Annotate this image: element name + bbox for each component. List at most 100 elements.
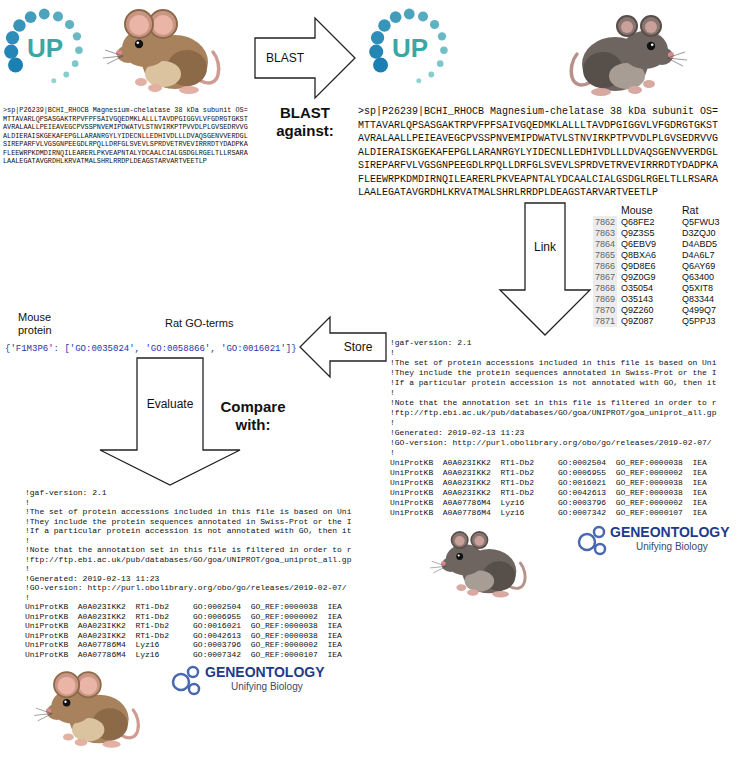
front-paw	[467, 589, 478, 596]
fasta-line: SIREPARFVLVGSGNPEEGDLRPQLLDRFGLSVEVLSPRD…	[3, 140, 248, 149]
table-cell: O35143	[621, 294, 653, 305]
block-arrow	[500, 203, 590, 335]
logo-dot	[73, 32, 81, 40]
block-arrow	[255, 18, 355, 98]
front-paw	[75, 739, 88, 746]
icon-ring	[595, 544, 605, 554]
inner-ear	[455, 536, 465, 546]
icon-ring	[189, 684, 199, 694]
gaf-line: UniProtKB A0A023IKK2 RT1-Db2 GO:0042613 …	[390, 488, 707, 498]
row-number: 7863	[595, 228, 615, 239]
whisker	[36, 708, 52, 713]
gaf-line: UniProtKB A0A023IKK2 RT1-Db2 GO:0006955 …	[25, 612, 342, 622]
table-header: Rat	[682, 204, 698, 216]
logo-dot	[438, 32, 446, 40]
table-cell: Q6EBV9	[621, 239, 656, 250]
logo-tagline: Unifying Biology	[636, 541, 708, 553]
gaf-line: UniProtKB A0A023IKK2 RT1-Db2 GO:0016021 …	[390, 478, 707, 488]
gaf-line: !ftp://ftp.ebi.ac.uk/pub/databases/GO/go…	[25, 555, 351, 565]
logo-dot	[65, 20, 74, 29]
gaf-line: !	[390, 348, 395, 358]
arrow-label: BLAST	[264, 51, 306, 65]
panel: !gaf-version: 2.1!!The set of protein ac…	[22, 485, 354, 700]
gaf-line: !	[390, 448, 395, 458]
front-paw	[148, 84, 162, 92]
whisker	[433, 566, 446, 573]
eye	[456, 553, 463, 560]
panel: Mouse proteinRat GO-terms{'F1M3P6': ['GO…	[0, 308, 300, 358]
fasta-line: MTTAVARLQPSASGAKTRPVFPFSAIVGQEDMKLALLLTA…	[358, 119, 718, 133]
row-number: 7866	[595, 261, 615, 272]
table-cell: Q9Z0G9	[621, 272, 656, 283]
row-number: 7871	[595, 316, 615, 327]
inner-ear	[645, 21, 657, 33]
fasta-line: MTTAVARLQPSASGAKTRPVFPFSAIVGQEDMKLALLLTA…	[3, 115, 248, 124]
logo-dot	[39, 9, 50, 20]
whisker	[432, 561, 447, 566]
logo-dot	[53, 12, 63, 22]
rat-picture	[430, 532, 525, 598]
rat-picture	[571, 16, 687, 96]
table-cell: D3ZQJ0	[682, 228, 716, 239]
gaf-line: !	[25, 564, 30, 574]
fasta-line: >sp|P26239|BCHI_RHOCB Magnesium-chelatas…	[358, 105, 718, 119]
uniprot-logo	[369, 9, 448, 84]
logo-dot	[371, 31, 384, 44]
table-cell: O35054	[621, 283, 653, 294]
hind-foot	[179, 86, 199, 94]
gaf-line: !	[25, 536, 30, 546]
logo-dot	[6, 31, 19, 44]
table-cell: Q5PPJ3	[682, 316, 716, 327]
table-cell: Q9Z087	[621, 316, 654, 327]
logo-dot	[430, 20, 439, 29]
gaf-line: !	[25, 498, 30, 508]
logo-dot	[390, 11, 402, 23]
fasta-line: ALDIERAISKGEKAFEPGLLARANRGYLYIDECNLLEDHI…	[3, 132, 248, 141]
logo-text: GENEONTOLOGY	[610, 524, 730, 540]
gaf-line: !gaf-version: 2.1	[25, 488, 107, 498]
table-cell: D4A6L7	[682, 250, 715, 261]
gaf-line: !	[25, 593, 30, 603]
logo-dot	[418, 12, 428, 22]
ear	[617, 16, 637, 36]
panel: !gaf-version: 2.1!!The set of protein ac…	[386, 335, 742, 563]
eye-light	[137, 42, 140, 45]
table-cell: Q499Q7	[682, 305, 716, 316]
logo-dot	[8, 58, 23, 73]
row-number: 7865	[595, 250, 615, 261]
logo-dot	[404, 9, 415, 20]
annotation: BLAST against:	[262, 104, 348, 140]
logo-text: GENEONTOLOGY	[205, 664, 325, 680]
logo-text: UP	[15, 33, 75, 63]
arrow-label: Evaluate	[145, 397, 196, 411]
row-number: 7868	[595, 283, 615, 294]
logo-tagline: Unifying Biology	[231, 681, 303, 693]
row-number: 7862	[595, 217, 615, 228]
gaf-line: !If a particular protein accession is no…	[25, 526, 351, 536]
icon-ring	[188, 667, 198, 677]
hind-foot	[103, 741, 121, 748]
logo-dot	[369, 45, 383, 59]
gaf-line: !The set of protein accessions included …	[25, 507, 351, 517]
gaf-line: UniProtKB A0A07786M4 Lyz16 GO:0007342 GO…	[25, 650, 342, 660]
logo-dot	[63, 72, 69, 78]
front-paw	[628, 86, 642, 94]
arrow-label: Link	[532, 240, 558, 254]
table-cell: Q83344	[682, 294, 714, 305]
front-paw	[643, 80, 655, 88]
inner-ear	[474, 536, 484, 546]
block-arrow	[300, 317, 386, 377]
whisker	[667, 58, 683, 66]
inner-ear	[621, 21, 633, 33]
fasta-line: ALDIERAISKGEKAFEPGLLARANRGYLYIDECNLLEDHI…	[358, 146, 718, 160]
logo-dot	[51, 78, 56, 83]
gaf-line: !	[390, 388, 395, 398]
column-heading: Mouse protein	[18, 311, 66, 337]
gaf-line: !They include the protein sequences anno…	[390, 368, 716, 378]
logo-dot	[440, 46, 448, 54]
fasta-line: SIREPARFVLVGSGNPEEGDLRPQLLDRFGLSVEVLSPRD…	[358, 159, 718, 173]
gaf-line: !Generated: 2019-02-13 11:23	[390, 428, 524, 438]
table-index-column	[593, 216, 617, 327]
ear	[641, 16, 661, 36]
